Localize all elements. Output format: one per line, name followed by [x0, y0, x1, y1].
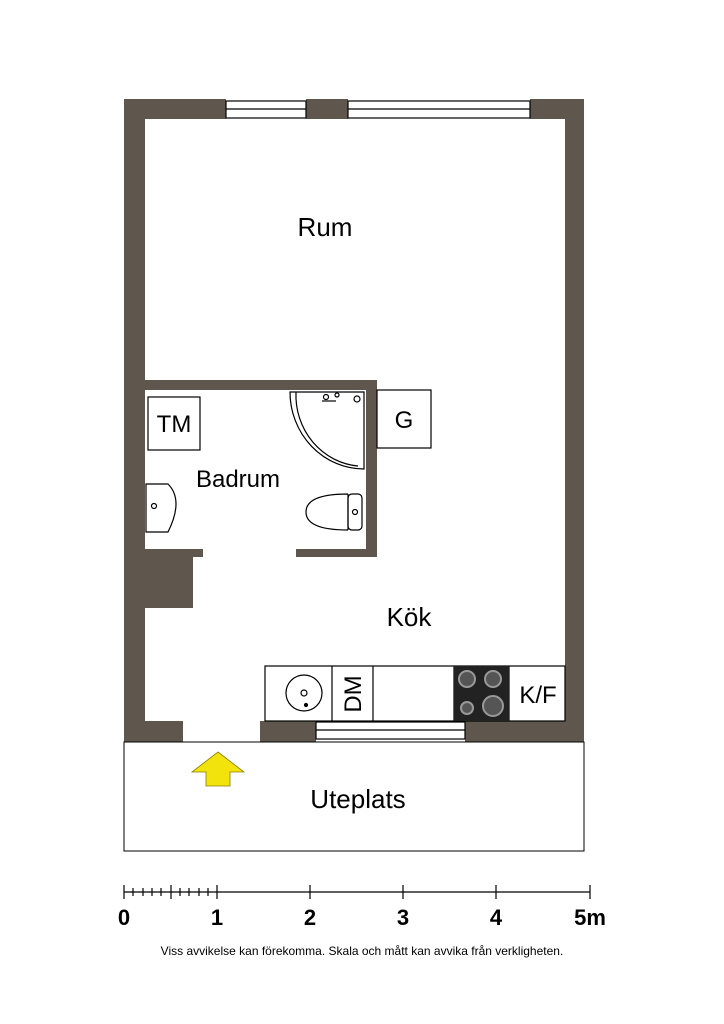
scale-label-1: 1 — [211, 905, 223, 930]
room-label-tm: TM — [157, 411, 192, 438]
outer-walls — [124, 99, 584, 742]
disclaimer-text: Viss avvikelse kan förekomma. Skala och … — [160, 944, 564, 958]
scale-label-5m: 5m — [574, 905, 606, 930]
room-label-badrum: Badrum — [196, 466, 280, 493]
windows — [225, 100, 531, 740]
kitchen-sink — [285, 674, 323, 712]
room-label-rum: Rum — [298, 212, 353, 242]
bathroom-walls — [145, 380, 377, 557]
room-label-kf: K/F — [519, 682, 556, 709]
toilet — [305, 493, 349, 531]
scale-label-3: 3 — [397, 905, 409, 930]
room-label-kok: Kök — [387, 602, 433, 632]
room-label-g: G — [395, 407, 414, 434]
stove-icon — [454, 666, 509, 721]
washing-machine-box — [147, 396, 201, 451]
room-label-uteplats: Uteplats — [310, 784, 405, 814]
entrance-arrow-icon — [190, 751, 246, 787]
scale-label-4: 4 — [490, 905, 503, 930]
sink-basin-bathroom — [145, 483, 177, 533]
patio-outline — [123, 741, 585, 852]
scale-bar — [123, 885, 591, 899]
bathroom-fixtures — [145, 391, 365, 533]
room-label-dm: DM — [340, 675, 367, 712]
wardrobe-box — [376, 389, 432, 449]
scale-label-0: 0 — [118, 905, 130, 930]
scale-label-2: 2 — [304, 905, 316, 930]
shower-cabin — [289, 391, 365, 470]
